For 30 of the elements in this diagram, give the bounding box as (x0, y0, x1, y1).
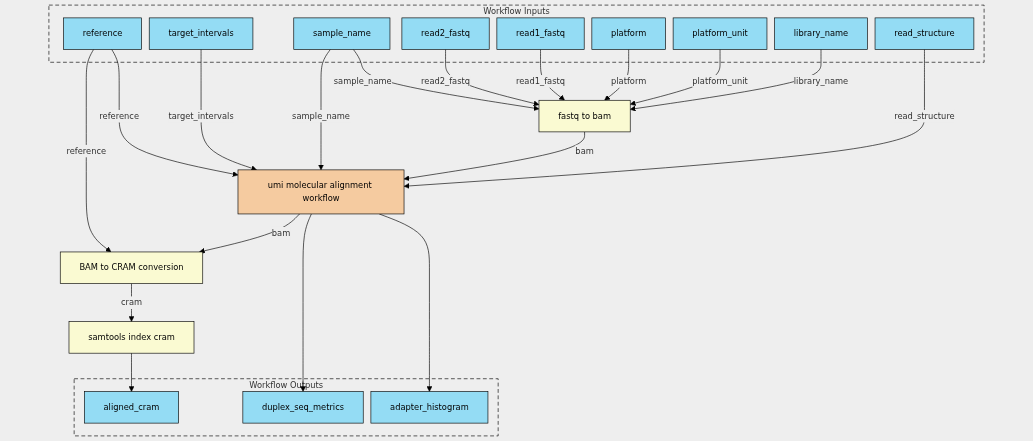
node-box: library_name (774, 17, 868, 50)
edge-label: sample_name (292, 111, 350, 121)
edge-label: platform_unit (692, 76, 748, 86)
node-box: platform_unit (672, 17, 768, 50)
node-box: sample_name (293, 17, 391, 50)
node-box: reference (63, 17, 142, 50)
edge-label: reference (99, 111, 139, 121)
edge-label: library_name (793, 76, 849, 86)
edge-label: target_intervals (168, 111, 234, 121)
node-box: duplex_seq_metrics (242, 391, 364, 424)
node-box: read1_fastq (496, 17, 585, 50)
node-box: samtools index cram (68, 321, 195, 354)
edge-label: read1_fastq (516, 76, 566, 86)
edge-label: bam (575, 145, 594, 156)
node-box: fastq to bam (538, 99, 631, 133)
edge-label: bam (271, 228, 291, 238)
node-box: read2_fastq (401, 17, 490, 50)
node-box: adapter_histogram (370, 391, 489, 424)
node-box: BAM to CRAM conversion (59, 251, 204, 284)
edge-label: reference (66, 145, 107, 156)
edge-label: cram (120, 297, 143, 308)
node-box: platform (591, 17, 666, 50)
node-box: read_structure (874, 17, 975, 50)
node-box: target_intervals (148, 17, 254, 50)
edge-label: platform (611, 76, 647, 86)
node-box: aligned_cram (84, 391, 179, 424)
node-box: umi molecular alignment workflow (237, 169, 405, 215)
edge-label: read2_fastq (421, 76, 471, 86)
edge-label: sample_name (333, 76, 392, 86)
edge-label: read_structure (894, 111, 955, 121)
